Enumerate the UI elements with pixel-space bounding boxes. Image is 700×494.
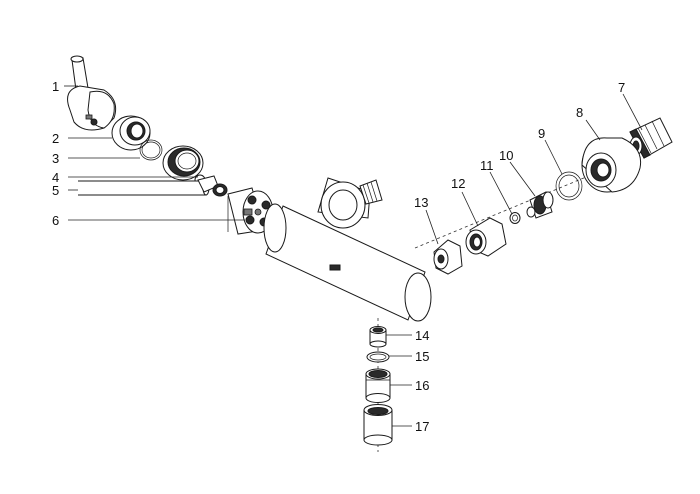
leader-13 — [425, 209, 439, 245]
leader-10 — [509, 161, 536, 197]
part-16-sleeve — [365, 368, 391, 403]
part-8-wall-rosette — [581, 137, 642, 193]
part-11-washer — [509, 212, 521, 224]
callout-16: 16 — [415, 378, 429, 393]
part-13-nut — [433, 239, 463, 275]
part-2-cover-cap — [111, 115, 151, 151]
part-9-sealing-ring — [555, 171, 583, 201]
callout-9: 9 — [538, 126, 545, 141]
leader-12 — [461, 191, 479, 227]
callout-11: 11 — [480, 158, 494, 173]
part-4-threaded-nut — [162, 145, 206, 186]
part-12-hex-fitting — [465, 217, 507, 257]
leader-8 — [585, 119, 601, 141]
leader-11 — [489, 171, 513, 215]
callout-17: 17 — [415, 419, 429, 434]
callout-14: 14 — [415, 328, 429, 343]
part-14-filter-insert — [369, 326, 387, 348]
part-1-lever-handle — [67, 55, 117, 131]
callout-7: 7 — [618, 80, 625, 95]
callout-8: 8 — [576, 105, 583, 120]
callout-2: 2 — [52, 131, 59, 146]
assembly-axis-right — [414, 164, 616, 249]
callout-4: 4 — [52, 170, 59, 185]
callout-6: 6 — [52, 213, 59, 228]
callout-3: 3 — [52, 151, 59, 166]
part-3-o-ring — [139, 139, 163, 161]
callout-15: 15 — [415, 349, 429, 364]
part-10-check-valve — [526, 191, 554, 219]
leader-9 — [544, 139, 563, 175]
callout-13: 13 — [414, 195, 428, 210]
part-15-o-ring-lower — [366, 351, 390, 363]
callout-12: 12 — [451, 176, 465, 191]
callout-1: 1 — [52, 79, 59, 94]
part-17-outlet-spout — [363, 404, 393, 446]
part-5-rod-and-clip — [78, 175, 228, 197]
leader-7 — [622, 93, 643, 131]
callout-10: 10 — [499, 148, 513, 163]
valve-body — [263, 177, 432, 322]
callout-5: 5 — [52, 183, 59, 198]
